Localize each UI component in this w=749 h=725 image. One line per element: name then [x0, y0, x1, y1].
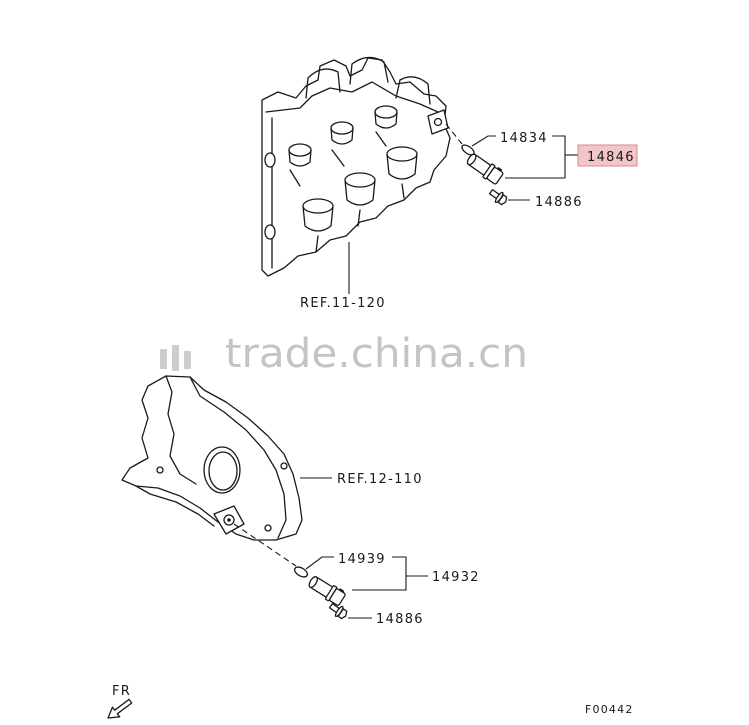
- cover-sensor-latch: [339, 588, 345, 593]
- front-marker-label: FR: [112, 684, 131, 699]
- cover-assembly-part-number: 14932: [432, 570, 480, 585]
- cover-oring-part-number: 14939: [338, 552, 386, 567]
- cover-ridge-left: [165, 375, 197, 485]
- lifter-bore-3-wall: [374, 111, 398, 129]
- head-sensor-connector: [486, 166, 504, 185]
- cover-sensor-connector: [329, 588, 346, 606]
- cylinder-head-deck-edge: [265, 81, 439, 113]
- figure-code: F00442: [585, 703, 634, 716]
- watermark-logo-bar-3: [184, 351, 191, 369]
- cover-opening-inner: [208, 451, 238, 491]
- watermark-logo-bar-2: [172, 345, 179, 371]
- cover-sensor-bore-center: [227, 518, 231, 522]
- head-sensor-latch: [497, 166, 503, 172]
- head-sensor-bore: [433, 117, 443, 127]
- cover-bolt-hole-1: [156, 466, 164, 474]
- cover-oring-leader: [305, 556, 334, 570]
- head-sensor: [466, 153, 504, 185]
- cover-oring: [293, 566, 309, 578]
- front-arrow-icon: [107, 698, 133, 719]
- plug-well-3-rim: [386, 146, 418, 162]
- lifter-bore-1: [288, 143, 312, 157]
- head-wall-lines: [289, 131, 405, 253]
- cylinder-head: [261, 56, 451, 277]
- head-sensor-tip: [466, 153, 477, 166]
- cam-cap-3: [395, 76, 431, 105]
- cam-cap-2: [349, 56, 389, 85]
- head-oring-part-number: 14834: [500, 131, 548, 146]
- cover-bolt-hole-2: [264, 524, 272, 532]
- cover-ridge-bottom: [135, 485, 215, 527]
- cover-ridge-right: [189, 376, 287, 539]
- cover-reference-label: REF.12-110: [337, 472, 423, 487]
- cover-assembly-bracket: [352, 556, 407, 591]
- lifter-bore-2: [330, 121, 354, 135]
- head-assembly-bracket: [505, 135, 566, 179]
- watermark-text: trade.china.cn: [225, 331, 528, 377]
- head-oring-leader: [471, 135, 496, 147]
- lifter-bore-3: [374, 105, 398, 119]
- lifter-bore-1-wall: [288, 149, 312, 167]
- head-bolt-part-number: 14886: [535, 195, 583, 210]
- head-port-lower: [264, 224, 276, 240]
- head-install-axis: [445, 123, 463, 145]
- watermark-logo: [160, 345, 191, 371]
- lifter-bore-2-wall: [330, 127, 354, 145]
- cover-housing: [121, 375, 303, 541]
- head-bolt-icon: [488, 188, 508, 206]
- cover-bolt-icon: [328, 602, 348, 620]
- head-reference-label: REF.11-120: [300, 296, 386, 311]
- head-assembly-highlight: [577, 144, 638, 167]
- cover-install-axis: [233, 523, 297, 567]
- watermark-logo-bar-1: [160, 349, 167, 369]
- plug-well-1-rim: [302, 198, 334, 214]
- head-port-upper: [264, 152, 276, 168]
- cover-bolt-head: [337, 608, 348, 620]
- cover-sensor: [308, 576, 346, 606]
- cover-bolt-hole-3: [280, 462, 288, 470]
- cover-sensor-tip: [308, 576, 319, 589]
- head-assembly-part-number: 14846: [587, 150, 635, 165]
- head-bolt-head: [497, 194, 508, 206]
- cover-bolt-part-number: 14886: [376, 612, 424, 627]
- cam-cap-1: [305, 68, 341, 99]
- plug-well-2-rim: [344, 172, 376, 188]
